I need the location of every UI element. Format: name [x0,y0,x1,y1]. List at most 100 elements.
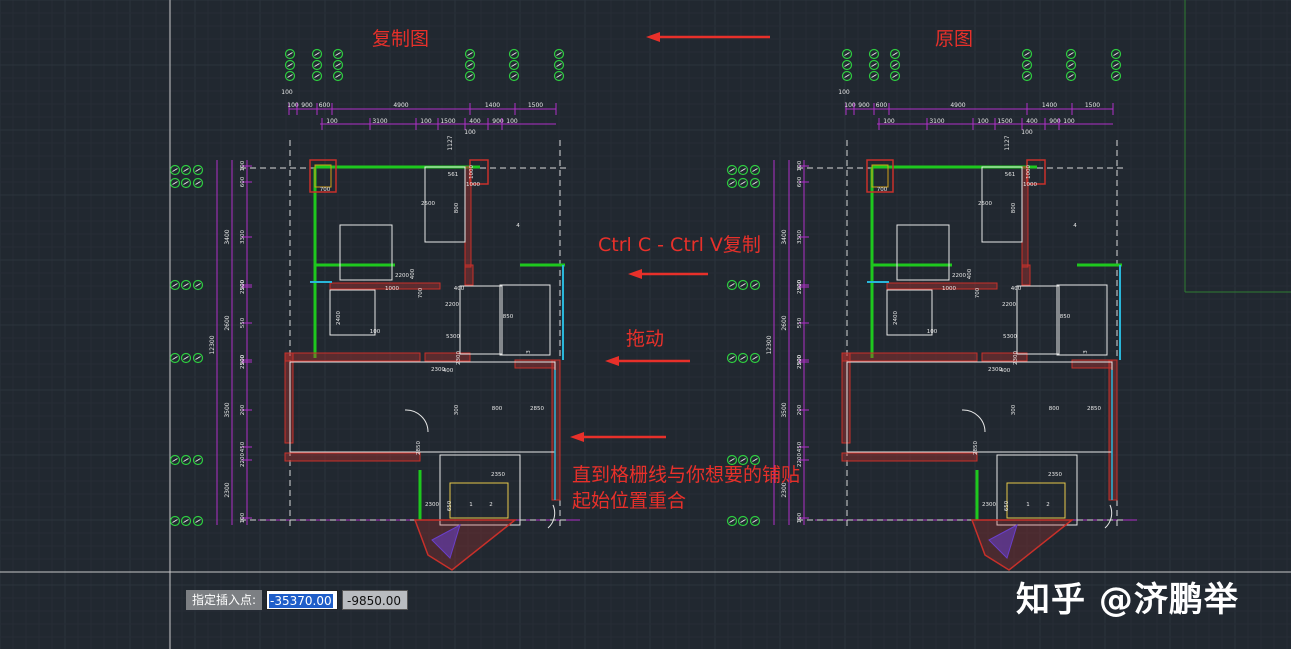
marker-tick [511,63,517,67]
dim-label-room: 5300 [1003,334,1017,340]
door-arc [961,409,986,433]
grid-marker [749,279,761,291]
marker-tick [183,168,189,172]
dim-label-room: 650 [1004,500,1010,511]
grid-marker [169,177,181,189]
marker-tick [556,74,562,78]
dim-label-side: 200 [240,279,246,290]
hatched-wall [841,452,978,462]
drag-note: 拖动 [626,328,665,350]
marker-tick [511,52,517,56]
hatched-wall [284,352,421,362]
dim-label-room: 800 [492,406,503,412]
dim-label-top: 3100 [372,118,387,125]
dim-label-top: 100 [281,89,293,96]
dim-label-room: 1000 [385,286,399,292]
arrow-head [646,32,660,42]
dim-label-room: 400 [443,368,454,374]
marker-tick [314,63,320,67]
dim-label-room: 2300 [982,502,996,508]
grid-marker [464,59,476,71]
dim-label-room: 300 [454,404,460,415]
dim-label-top: 1500 [528,102,543,109]
marker-tick [195,356,201,360]
grid-marker [749,454,761,466]
marker-tick [729,356,735,360]
dim-label-top: 100 [838,89,850,96]
grid-marker [749,515,761,527]
grid-marker [180,352,192,364]
marker-tick [556,52,562,56]
marker-tick [195,519,201,523]
dim-label-room: 1000 [1023,182,1037,188]
dim-label-top: 100 [1021,129,1033,136]
grid-marker [1021,70,1033,82]
dim-label-room: 2200 [445,302,459,308]
grid-marker [332,59,344,71]
hatched-wall [1021,264,1031,286]
y-coordinate-input[interactable]: -9850.00 [342,590,409,610]
grid-marker [508,70,520,82]
dim-label-top: 900 [858,102,870,109]
x-coordinate-input[interactable]: -35370.00 [266,590,339,610]
dim-label-room: 2200 [1002,302,1016,308]
hatched-wall [514,359,556,369]
column-hatch [309,159,337,193]
dim-label-room: 300 [1011,404,1017,415]
dim-label-room: 400 [410,268,416,279]
marker-tick [729,519,735,523]
marker-tick [752,181,758,185]
dim-label-side: 3500 [224,402,231,417]
grid-marker [169,352,181,364]
grid-marker [726,352,738,364]
room-outline [1056,284,1108,356]
dim-label-top: 4900 [950,102,965,109]
grid-marker [737,177,749,189]
dim-label-top: 600 [319,102,331,109]
dim-label-top: 1500 [997,118,1012,125]
grid-marker [737,279,749,291]
dim-label-room: 561 [1005,172,1016,178]
dim-label-side: 2500 [797,280,803,294]
copy-paste-note: Ctrl C - Ctrl V复制 [598,234,761,256]
dim-label-room: 100 [370,329,381,335]
grid-marker [169,279,181,291]
grid-marker [889,48,901,60]
dim-label-room: 2850 [1087,406,1101,412]
dim-label-room: 2850 [416,441,422,455]
hatched-wall [424,352,471,362]
grid-marker [553,48,565,60]
marker-tick [844,63,850,67]
column-hatch [866,159,894,193]
grid-marker [192,352,204,364]
marker-tick [1068,74,1074,78]
furniture-outline [886,289,933,336]
dim-label-top: 600 [876,102,888,109]
marker-tick [195,458,201,462]
marker-tick [467,63,473,67]
dim-label-room: 3 [1083,350,1089,354]
marker-tick [183,356,189,360]
dim-label-top: 3100 [929,118,944,125]
hatched-wall [464,264,474,286]
marker-tick [183,181,189,185]
arrow-head [628,269,642,279]
grid-marker [192,454,204,466]
dim-label-room: 3 [526,350,532,354]
hatched-wall [1108,359,1118,501]
dim-label-room: 2300 [456,351,462,365]
marker-tick [729,168,735,172]
grid-marker [841,48,853,60]
dim-label-top: 100 [326,118,338,125]
marker-tick [892,63,898,67]
dim-label-room: 850 [1060,314,1071,320]
dim-label-room: 2400 [336,311,342,325]
cabinet-outline [449,482,509,519]
dim-label-room: 800 [454,202,460,213]
marker-tick [844,52,850,56]
dim-label-side: 2500 [240,355,246,369]
room-outline [499,284,551,356]
